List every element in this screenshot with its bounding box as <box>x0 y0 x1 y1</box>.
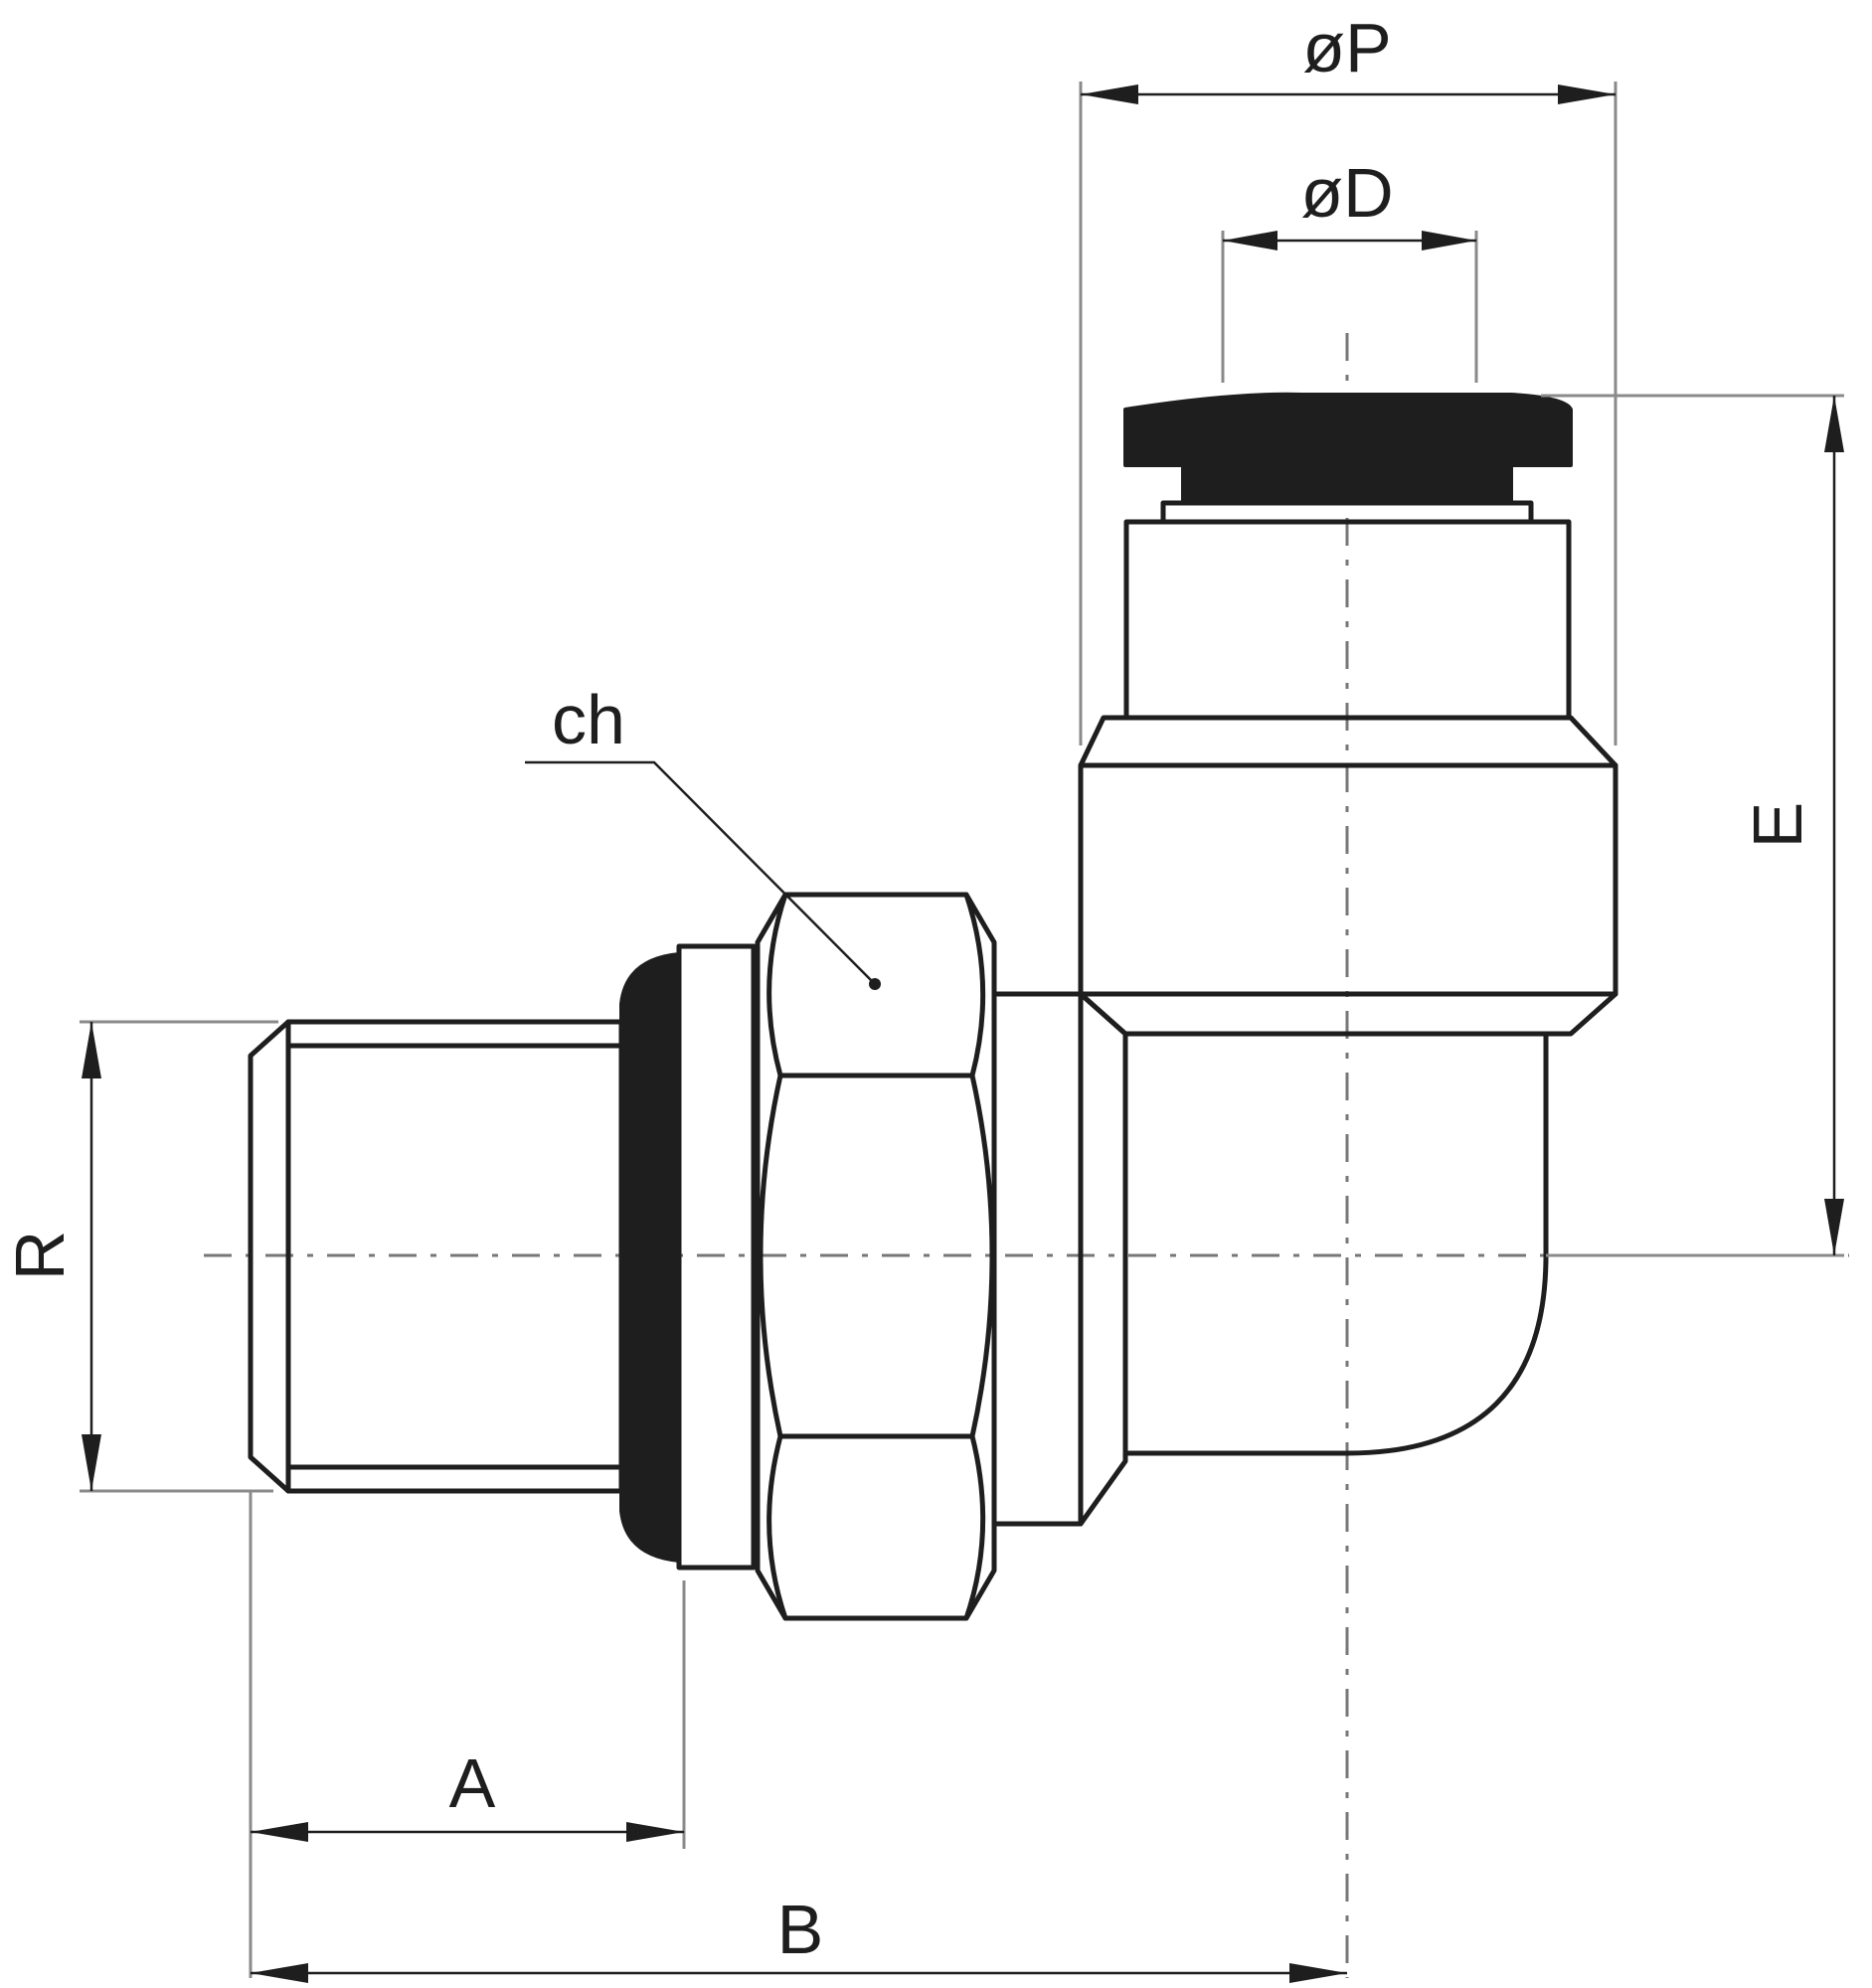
ch-leader-dot <box>869 978 881 990</box>
label-wrench-size: ch <box>552 681 625 758</box>
elbow-outline <box>1078 991 1128 1527</box>
ch-leader-line <box>525 760 876 985</box>
hex-upper-face <box>766 892 986 1078</box>
r-dimension <box>82 1022 101 1491</box>
label-tube-diameter: øD <box>1300 154 1393 232</box>
hex-nut <box>755 892 997 1621</box>
elbow-curve <box>1122 1031 1549 1456</box>
label-outer-diameter: øP <box>1302 9 1391 86</box>
dimension-labels: øP øD ch E R A B <box>1 9 1816 1968</box>
collar <box>676 943 757 1571</box>
hex-lower-face <box>766 1433 986 1621</box>
dimension-lines <box>82 84 1844 1983</box>
center-lines <box>204 333 1849 1978</box>
a-dimension <box>251 1822 684 1842</box>
sealing-ring <box>619 952 681 1563</box>
extension-lines <box>80 82 1844 1978</box>
push-in-fitting <box>1078 392 1618 1037</box>
elbow-body <box>1078 991 1549 1527</box>
b-dimension <box>251 1963 1347 1983</box>
label-thread-length: A <box>449 1744 496 1822</box>
p-dimension <box>1081 84 1616 104</box>
label-height: E <box>1739 802 1816 849</box>
ch-leader <box>525 760 881 990</box>
hex-middle-face <box>758 1073 995 1439</box>
e-dimension <box>1824 396 1844 1255</box>
label-overall-length: B <box>777 1891 824 1968</box>
neck <box>991 991 1084 1527</box>
release-collet <box>1123 392 1573 505</box>
label-thread: R <box>1 1231 79 1281</box>
d-dimension <box>1223 231 1476 250</box>
